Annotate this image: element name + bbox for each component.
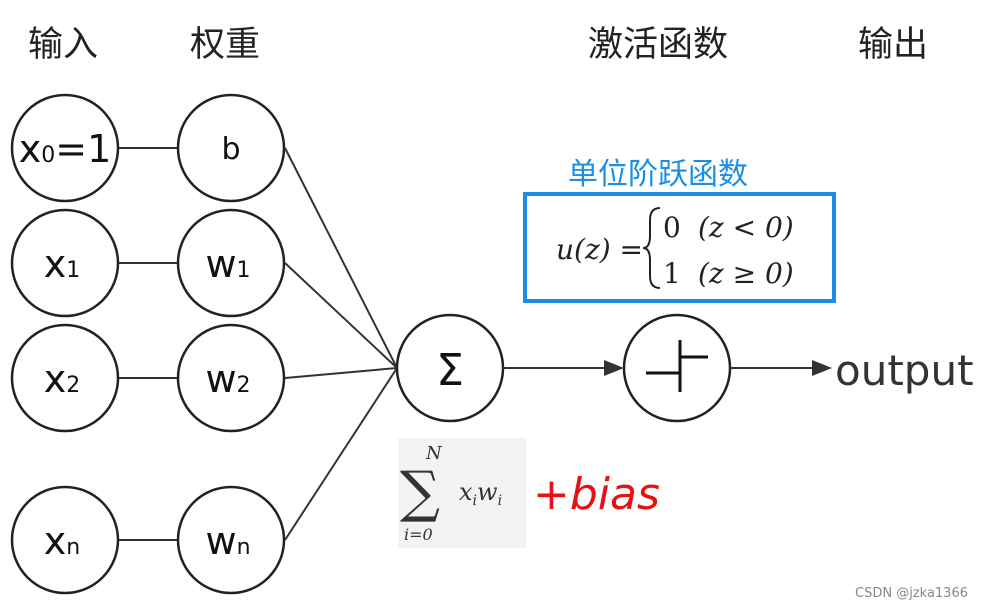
- svg-text:w1: w1: [205, 242, 250, 286]
- sum-upper: N: [425, 443, 443, 464]
- watermark: CSDN @jzka1366: [855, 586, 968, 601]
- sum-sigma: ∑: [400, 460, 440, 525]
- case2-cond: (z ≥ 0): [698, 257, 794, 290]
- output-label: output: [835, 346, 974, 395]
- bias-handwritten: +bias: [533, 469, 660, 520]
- weight-node-n: wn: [176, 485, 286, 595]
- header-output: 输出: [858, 25, 928, 65]
- input-node-1: x1: [10, 208, 120, 318]
- svg-text:x0=1: x0=1: [19, 127, 112, 171]
- sum-formula-bg: [398, 438, 526, 548]
- cases-brace: [642, 207, 661, 289]
- step-lhs: u(z) =: [556, 233, 643, 266]
- sum-term: xiwi: [459, 478, 502, 509]
- activation-node: [622, 313, 732, 423]
- weight-node-b: b: [176, 93, 286, 203]
- weight-node-2: w2: [176, 323, 286, 433]
- sum-lower: i=0: [404, 525, 433, 544]
- input-node-2: x2: [10, 323, 120, 433]
- header-weight: 权重: [190, 25, 260, 65]
- sum-symbol: Σ: [436, 345, 464, 396]
- sum-activation-arrow: [503, 360, 624, 376]
- case1-value: 0: [663, 211, 681, 244]
- input-node-n: xn: [10, 485, 120, 595]
- input-node-0: x0=1: [10, 93, 120, 203]
- case1-cond: (z < 0): [698, 211, 794, 244]
- step-box-title: 单位阶跃函数: [568, 157, 748, 192]
- input-weight-links: [119, 147, 177, 541]
- svg-text:b: b: [221, 132, 240, 167]
- case2-value: 1: [663, 257, 681, 290]
- svg-text:w2: w2: [205, 357, 250, 401]
- step-box-border: [523, 192, 836, 303]
- svg-text:x2: x2: [44, 357, 81, 401]
- header-input: 输入: [28, 25, 98, 65]
- svg-text:x1: x1: [44, 242, 81, 286]
- svg-text:xn: xn: [44, 519, 80, 563]
- activation-output-arrow: [730, 360, 832, 376]
- header-activation: 激活函数: [588, 25, 728, 65]
- weight-node-1: w1: [176, 208, 286, 318]
- weight-sum-links: [284, 147, 398, 541]
- svg-text:wn: wn: [205, 519, 250, 563]
- sum-node: Σ: [395, 313, 505, 423]
- step-function-icon: [646, 340, 708, 392]
